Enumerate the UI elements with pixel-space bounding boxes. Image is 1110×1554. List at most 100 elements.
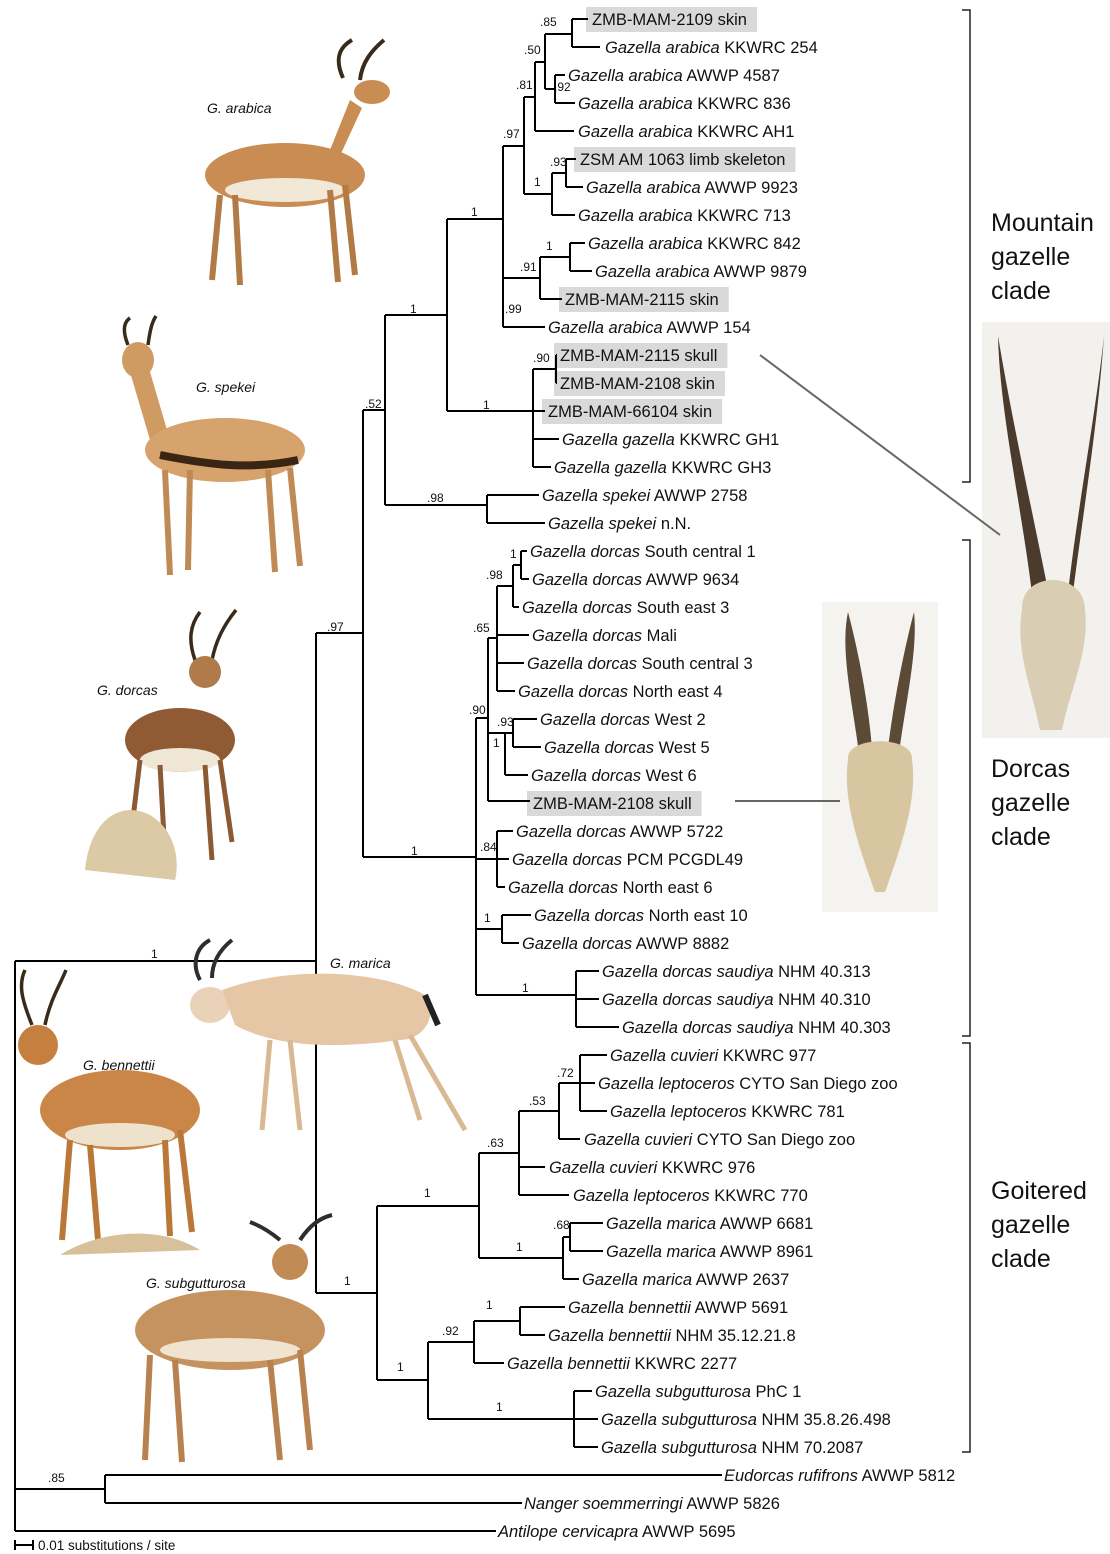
tip-taxon-name: Gazella leptoceros [573,1187,710,1205]
tip-taxon-name: Gazella dorcas [540,711,650,729]
tip-label: Gazella gazella KKWRC GH1 [562,431,779,449]
tip-specimen-id: KKWRC GH1 [675,431,780,449]
support-value: 1 [546,239,553,253]
tip-specimen-id: ZMB-MAM-2115 skull [560,347,717,365]
tip-specimen-id: CYTO San Diego zoo [692,1131,855,1149]
tip-taxon-name: Gazella arabica [578,95,693,113]
tip-label: Gazella cuvieri KKWRC 976 [549,1159,755,1177]
tip-specimen-id: ZSM AM 1063 limb skeleton [580,151,785,169]
scale-bar: 0.01 substitutions / site [15,1538,175,1553]
tip-label: Gazella subgutturosa NHM 35.8.26.498 [601,1411,891,1429]
tip-label: Gazella arabica KKWRC 842 [588,235,801,253]
tip-taxon-name: Gazella gazella [554,459,667,477]
tip-taxon-name: Gazella dorcas [527,655,637,673]
goitered-clade-label: Goitered gazelle clade [991,1177,1094,1273]
subgutturosa-gazelle-image [135,1215,332,1462]
dorcas-gazelle-image [85,610,236,880]
tip-label: Gazella arabica AWWP 4587 [568,67,780,85]
tip-specimen-id: KKWRC 836 [693,95,791,113]
tip-specimen-id: KKWRC 770 [710,1187,808,1205]
bennettii-gazelle-image [18,970,200,1255]
tip-label: Gazella dorcas AWWP 8882 [522,935,729,953]
tip-label: Gazella dorcas North east 10 [534,907,748,925]
animal-label-bennettii: G. bennettii [83,1057,155,1073]
tip-taxon-name: Gazella dorcas [544,739,654,757]
tip-specimen-id: North east 4 [628,683,722,701]
support-value: 1 [397,1360,404,1374]
tip-specimen-id: AWWP 5826 [683,1495,780,1513]
tip-taxon-name: Gazella gazella [562,431,675,449]
tip-label: Gazella dorcas West 6 [531,767,697,785]
tip-label: Gazella dorcas PCM PCGDL49 [512,851,743,869]
tip-taxon-name: Gazella arabica [586,179,701,197]
support-value: .63 [487,1136,504,1150]
tip-label: Gazella marica AWWP 2637 [582,1271,789,1289]
tip-specimen-id: ZMB-MAM-2109 skin [592,11,747,29]
dorcas-clade-label: Dorcas gazelle clade [991,755,1077,851]
tip-taxon-name: Gazella dorcas [532,627,642,645]
animal-label-arabica: G. arabica [207,100,272,116]
tip-taxon-name: Gazella cuvieri [584,1131,694,1149]
tip-specimen-id: PCM PCGDL49 [622,851,743,869]
tip-label: Gazella arabica AWWP 9879 [595,263,807,281]
tip-taxon-name: Gazella subgutturosa [601,1411,757,1429]
tip-taxon-name: Gazella cuvieri [549,1159,659,1177]
tip-taxon-name: Gazella dorcas saudiya [622,1019,794,1037]
tip-label: ZMB-MAM-2108 skull [533,795,692,813]
mountain-clade-label: Mountain gazelle clade [991,209,1101,305]
support-value: 1 [411,844,418,858]
support-value: 1 [534,175,541,189]
tip-label: Gazella dorcas Mali [532,627,677,645]
support-value: .68 [553,1218,570,1232]
tip-taxon-name: Gazella dorcas [512,851,622,869]
tip-specimen-id: AWWP 5722 [626,823,723,841]
support-value: 1 [493,736,500,750]
support-value: 1 [471,205,478,219]
tip-specimen-id: AWWP 4587 [683,67,780,85]
animal-label-spekei: G. spekei [196,379,256,395]
support-values: .85.50.81.92.97.93111.91.991.901.52.981.… [48,15,574,1485]
support-value: .97 [503,127,520,141]
support-value: 1 [516,1240,523,1254]
tip-taxon-name: Gazella arabica [588,235,703,253]
tip-specimen-id: West 2 [650,711,706,729]
animal-label-subgutturosa: G. subgutturosa [146,1275,246,1291]
tip-taxon-name: Gazella dorcas [534,907,644,925]
support-value: .52 [365,397,382,411]
support-value: .93 [550,155,567,169]
tip-label: Gazella bennettii KKWRC 2277 [507,1355,737,1373]
tip-specimen-id: NHM 70.2087 [757,1439,863,1457]
tip-specimen-id: South central 3 [637,655,753,673]
tip-taxon-name: Gazella arabica [595,263,710,281]
tip-specimen-id: North east 6 [618,879,712,897]
tip-taxon-name: Gazella dorcas saudiya [602,991,774,1009]
tip-label: Gazella marica AWWP 8961 [606,1243,813,1261]
tip-label: Gazella dorcas North east 6 [508,879,713,897]
tip-label: Gazella leptoceros CYTO San Diego zoo [598,1075,898,1093]
tip-label: Gazella dorcas South central 1 [530,543,756,561]
tip-taxon-name: Gazella dorcas [518,683,628,701]
support-value: .65 [473,621,490,635]
tip-label: Gazella arabica KKWRC 254 [605,39,818,57]
tip-taxon-name: Gazella dorcas [531,767,641,785]
tip-specimen-id: AWWP 2758 [650,487,747,505]
tip-specimen-id: AWWP 9879 [710,263,807,281]
marica-gazelle-image [190,940,465,1130]
tip-label: Gazella arabica AWWP 154 [548,319,751,337]
tip-taxon-name: Gazella arabica [578,123,693,141]
tip-specimen-id: KKWRC 842 [703,235,801,253]
tip-specimen-id: KKWRC 254 [720,39,818,57]
tip-specimen-id: Mali [642,627,677,645]
tip-taxon-name: Antilope cervicapra [497,1523,638,1541]
support-value: 1 [483,398,490,412]
tip-specimen-id: ZMB-MAM-2115 skin [565,291,719,309]
tip-label: Gazella cuvieri KKWRC 977 [610,1047,816,1065]
tip-specimen-id: AWWP 5695 [638,1523,735,1541]
tip-label: ZMB-MAM-2115 skull [560,347,717,365]
tip-label: Nanger soemmerringi AWWP 5826 [524,1495,780,1513]
spekei-gazelle-image [122,316,305,575]
tip-specimen-id: AWWP 154 [663,319,751,337]
tip-label: Gazella leptoceros KKWRC 781 [610,1103,845,1121]
support-value: .81 [516,78,533,92]
